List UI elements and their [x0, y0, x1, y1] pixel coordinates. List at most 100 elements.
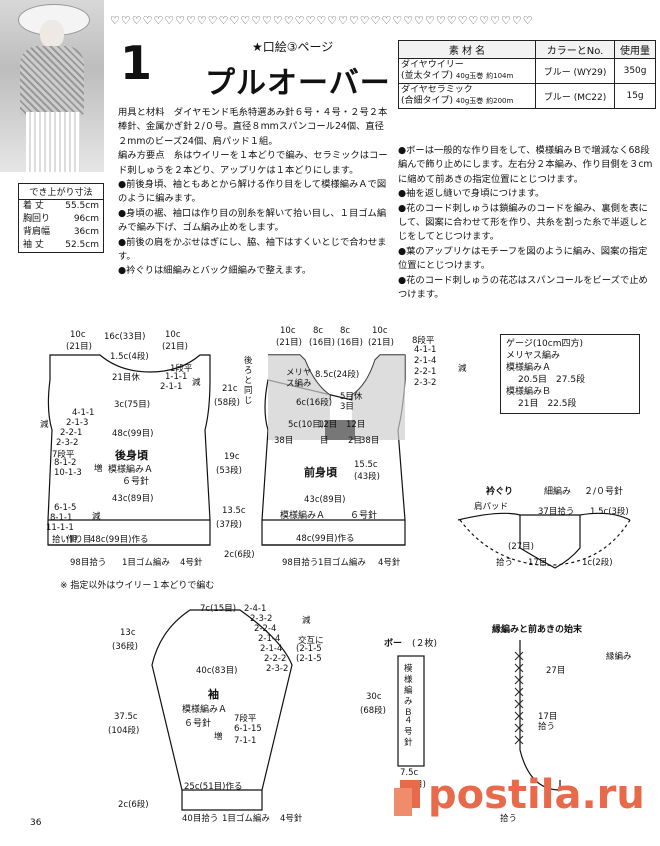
- instructions-left: 用具と材料 ダイヤモンド毛糸特選あみ針６号・４号・２号２本棒針、金属かぎ針２/０…: [118, 106, 388, 279]
- edge-outline: [519, 640, 561, 791]
- gauge-line: 模様編みＢ: [506, 387, 552, 397]
- bow-needle: ４号針: [404, 716, 413, 748]
- front-dim: 4号針: [378, 558, 401, 568]
- collar-dim: 1c(2段): [582, 558, 613, 568]
- back-dim: 拾い目: [52, 535, 78, 545]
- back-dim: 増: [94, 464, 103, 474]
- collar-title: 衿ぐり: [486, 487, 514, 497]
- back-dim: 10-1-3: [54, 468, 82, 478]
- back-dim: 10c: [165, 330, 181, 340]
- back-dim: 4-1-1: [72, 408, 95, 418]
- size-heading: でき上がり寸法: [19, 184, 103, 200]
- sleeve-dim: 7段平: [234, 714, 257, 724]
- sleeve-dim: 2-2-2: [264, 654, 287, 664]
- edge-dim: 拾う: [538, 722, 556, 732]
- bow-title: ボー: [384, 639, 403, 649]
- gauge-box: ゲージ(10cm四方) メリヤス編み 模様編みＡ 20.5目 27.5段 模様編…: [500, 334, 640, 414]
- material-spec: 約200m: [486, 97, 514, 105]
- sleeve-pattern: 模様編みＡ: [182, 705, 228, 715]
- photo-page-reference: ★口絵③ページ: [252, 40, 334, 54]
- collar-dim: 1.5c(3段): [590, 507, 629, 517]
- front-dim: 8.5c(24段): [315, 370, 360, 380]
- back-dim: 6-1-5: [54, 503, 77, 513]
- front-dim: 2-3-2: [414, 378, 437, 388]
- single-strand-note: ※ 指定以外はウイリー１本どりで編む: [60, 581, 215, 591]
- back-dim: 減: [192, 378, 201, 388]
- sleeve-dim: 2-3-2: [250, 614, 273, 624]
- front-dim: 19c: [224, 452, 240, 462]
- front-dim: 38目: [360, 436, 380, 446]
- collar-outline: [457, 512, 631, 521]
- materials-header-color: カラーとNo.: [535, 40, 616, 59]
- back-dim: 8-1-1: [50, 513, 73, 523]
- front-dim: 1目ゴム編み: [318, 558, 366, 568]
- back-dim: 4号針: [180, 558, 203, 568]
- sleeve-needle: ６号針: [184, 719, 212, 729]
- sleeve-dim: 減: [302, 616, 311, 626]
- gauge-line: 模様編みＡ: [506, 363, 552, 373]
- sleeve-dim: 2-4-1: [244, 604, 267, 614]
- back-dim: 減: [92, 512, 101, 522]
- bow-dim: (68段): [360, 706, 386, 716]
- front-dim: 2目: [348, 436, 362, 446]
- material-spec: 約104m: [486, 72, 514, 80]
- sleeve-dim: (104段): [108, 726, 140, 736]
- collar-dim: 拾う: [496, 558, 514, 568]
- front-dim: 目: [320, 436, 329, 446]
- material-name: ダイヤセラミック: [401, 85, 473, 95]
- back-dim: 2-2-1: [60, 428, 83, 438]
- sleeve-dim: 増: [214, 732, 223, 742]
- back-dim: 1-1-1: [165, 372, 188, 382]
- back-dim: 1目ゴム編み: [122, 558, 170, 568]
- bow-outline: [397, 655, 425, 767]
- front-dim: 13.5c: [222, 506, 246, 516]
- instruction-paragraph: ●身頃の裾、袖口は作り目の別糸を解いて拾い目し、１目ゴム編みで編み下げ、ゴム編み…: [118, 207, 387, 234]
- sleeve-outline: [151, 609, 293, 811]
- instruction-paragraph: 編み方要点 糸はウイリーを１本どりで編み、セラミックはコード刺しゅうを２本どり、…: [118, 150, 388, 176]
- front-dim: 15.5c: [354, 460, 378, 470]
- back-dim: 7段平: [52, 450, 75, 460]
- collar-dim: (27目): [508, 542, 534, 552]
- sleeve-dim: 25c(51目)作る: [184, 782, 243, 792]
- materials-header-qty: 使用量: [614, 40, 656, 59]
- sleeve-dim: 40目拾う: [182, 814, 219, 824]
- sleeve-dim: (36段): [112, 642, 138, 652]
- sleeve-dim: 1目ゴム編み: [222, 814, 270, 824]
- edge-dim: 縁編み: [606, 652, 632, 662]
- back-dim: 2-3-2: [56, 438, 79, 448]
- front-dim: (16目): [309, 338, 335, 348]
- gauge-title: ゲージ(10cm四方): [506, 339, 584, 349]
- back-dim: 11-1-1: [46, 523, 74, 533]
- sleeve-dim: 2-1-4: [260, 644, 283, 654]
- instruction-paragraph: ●花のコード刺しゅうの花芯はスパンコールをビーズで止めつけます。: [398, 274, 648, 301]
- instruction-paragraph: ●衿ぐりは細編みとバック細編みで整えます。: [118, 265, 312, 277]
- back-dim: 減: [40, 420, 49, 430]
- front-dim: 38目: [274, 436, 294, 446]
- sleeve-dim: (2-1-5: [296, 644, 322, 654]
- front-dim: 8段平: [412, 336, 435, 346]
- front-dim: 8c: [340, 326, 351, 336]
- pattern-diagrams: [47, 354, 631, 811]
- sleeve-dim: 4号針: [280, 814, 303, 824]
- front-dim: 後ろと同じ: [244, 356, 253, 406]
- back-dim: 作り目: [66, 535, 92, 545]
- sleeve-dim: 交互に: [298, 636, 324, 646]
- material-spec: 40g玉巻: [455, 97, 484, 105]
- instruction-paragraph: ●ボーは一般的な作り目をして、模様編みＢで増減なく68段編んで飾り止めにします。…: [398, 145, 653, 185]
- back-needle: ６号針: [122, 477, 150, 487]
- front-dim: 10c: [280, 326, 296, 336]
- front-dim: 43c(89目): [304, 495, 346, 505]
- bow-dim: 30c: [366, 692, 382, 702]
- table-row: ダイヤセラミック (合細タイプ) 40g玉巻 約200m ブルー (MC22) …: [397, 83, 656, 109]
- gauge-line: 21目 22.5段: [518, 399, 577, 409]
- front-dim: (53段): [216, 466, 242, 476]
- back-dim: 48c(99目)作る: [90, 535, 149, 545]
- material-name: ダイヤウイリー: [401, 60, 464, 70]
- back-dim: 16c(33目): [104, 332, 146, 342]
- front-dim: 10c: [372, 326, 388, 336]
- front-dim: 4-1-1: [414, 345, 437, 355]
- front-dim: (21目): [368, 338, 394, 348]
- front-dim: 8c: [313, 326, 324, 336]
- back-dim: 2-1-3: [66, 418, 89, 428]
